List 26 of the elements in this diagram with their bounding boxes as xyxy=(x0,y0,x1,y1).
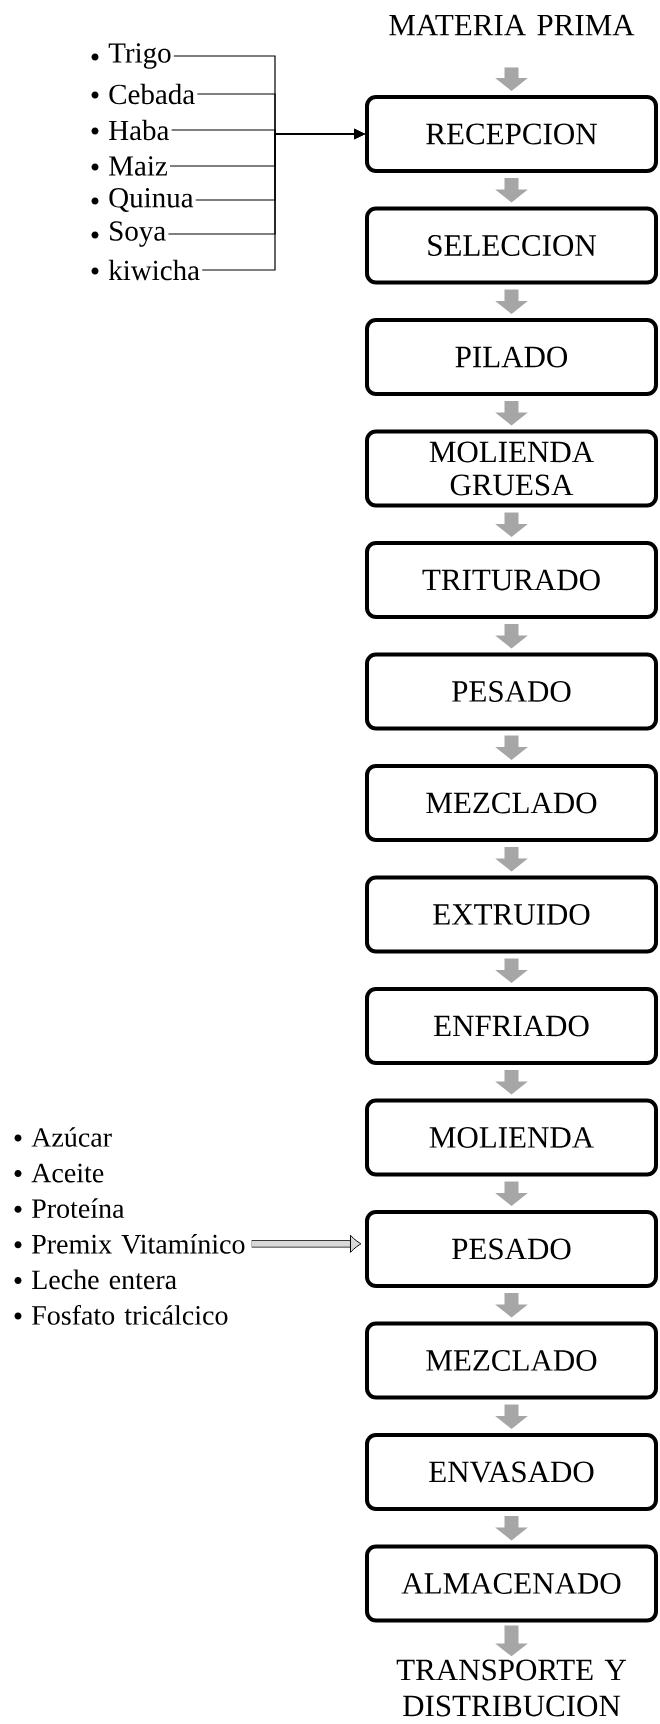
list-item: kiwicha xyxy=(108,259,200,281)
list-item: Trigo xyxy=(108,43,171,69)
list-item: Soya xyxy=(110,221,166,247)
process-box: TRITURADO xyxy=(365,541,658,619)
process-box: PILADO xyxy=(365,318,658,396)
list-item: Haba xyxy=(109,119,169,141)
step-label: MATERIA PRIMA xyxy=(389,14,635,36)
process-box: PESADO xyxy=(365,652,658,731)
process-box: ENVASADO xyxy=(365,1433,658,1511)
process-box: MEZCLADO xyxy=(365,764,658,842)
process-box: PESADO xyxy=(365,1210,658,1288)
connector-arrow xyxy=(201,128,365,271)
step-label: TRANSPORTE Y DISTRIBUCION xyxy=(396,1659,627,1717)
process-box: RECEPCION xyxy=(365,95,658,173)
process-box: EXTRUIDO xyxy=(365,875,658,954)
list-item: Quinua xyxy=(109,188,194,212)
process-box: SELECCION xyxy=(365,206,658,285)
ingredient-list: Azúcar Aceite Proteína Premix Vitamínico Leche entera Fosfato tricálcico xyxy=(31,1127,245,1325)
process-box: MOLIENDA GRUESA xyxy=(365,429,658,508)
list-item: Cebada xyxy=(109,83,195,105)
process-box: ENFRIADO xyxy=(365,987,658,1065)
process-box: ALMACENADO xyxy=(365,1544,658,1623)
hollow-arrow xyxy=(251,1234,362,1253)
process-box: MEZCLADO xyxy=(365,1321,658,1400)
list-item: Maiz xyxy=(109,156,167,176)
process-box: MOLIENDA xyxy=(365,1098,658,1177)
